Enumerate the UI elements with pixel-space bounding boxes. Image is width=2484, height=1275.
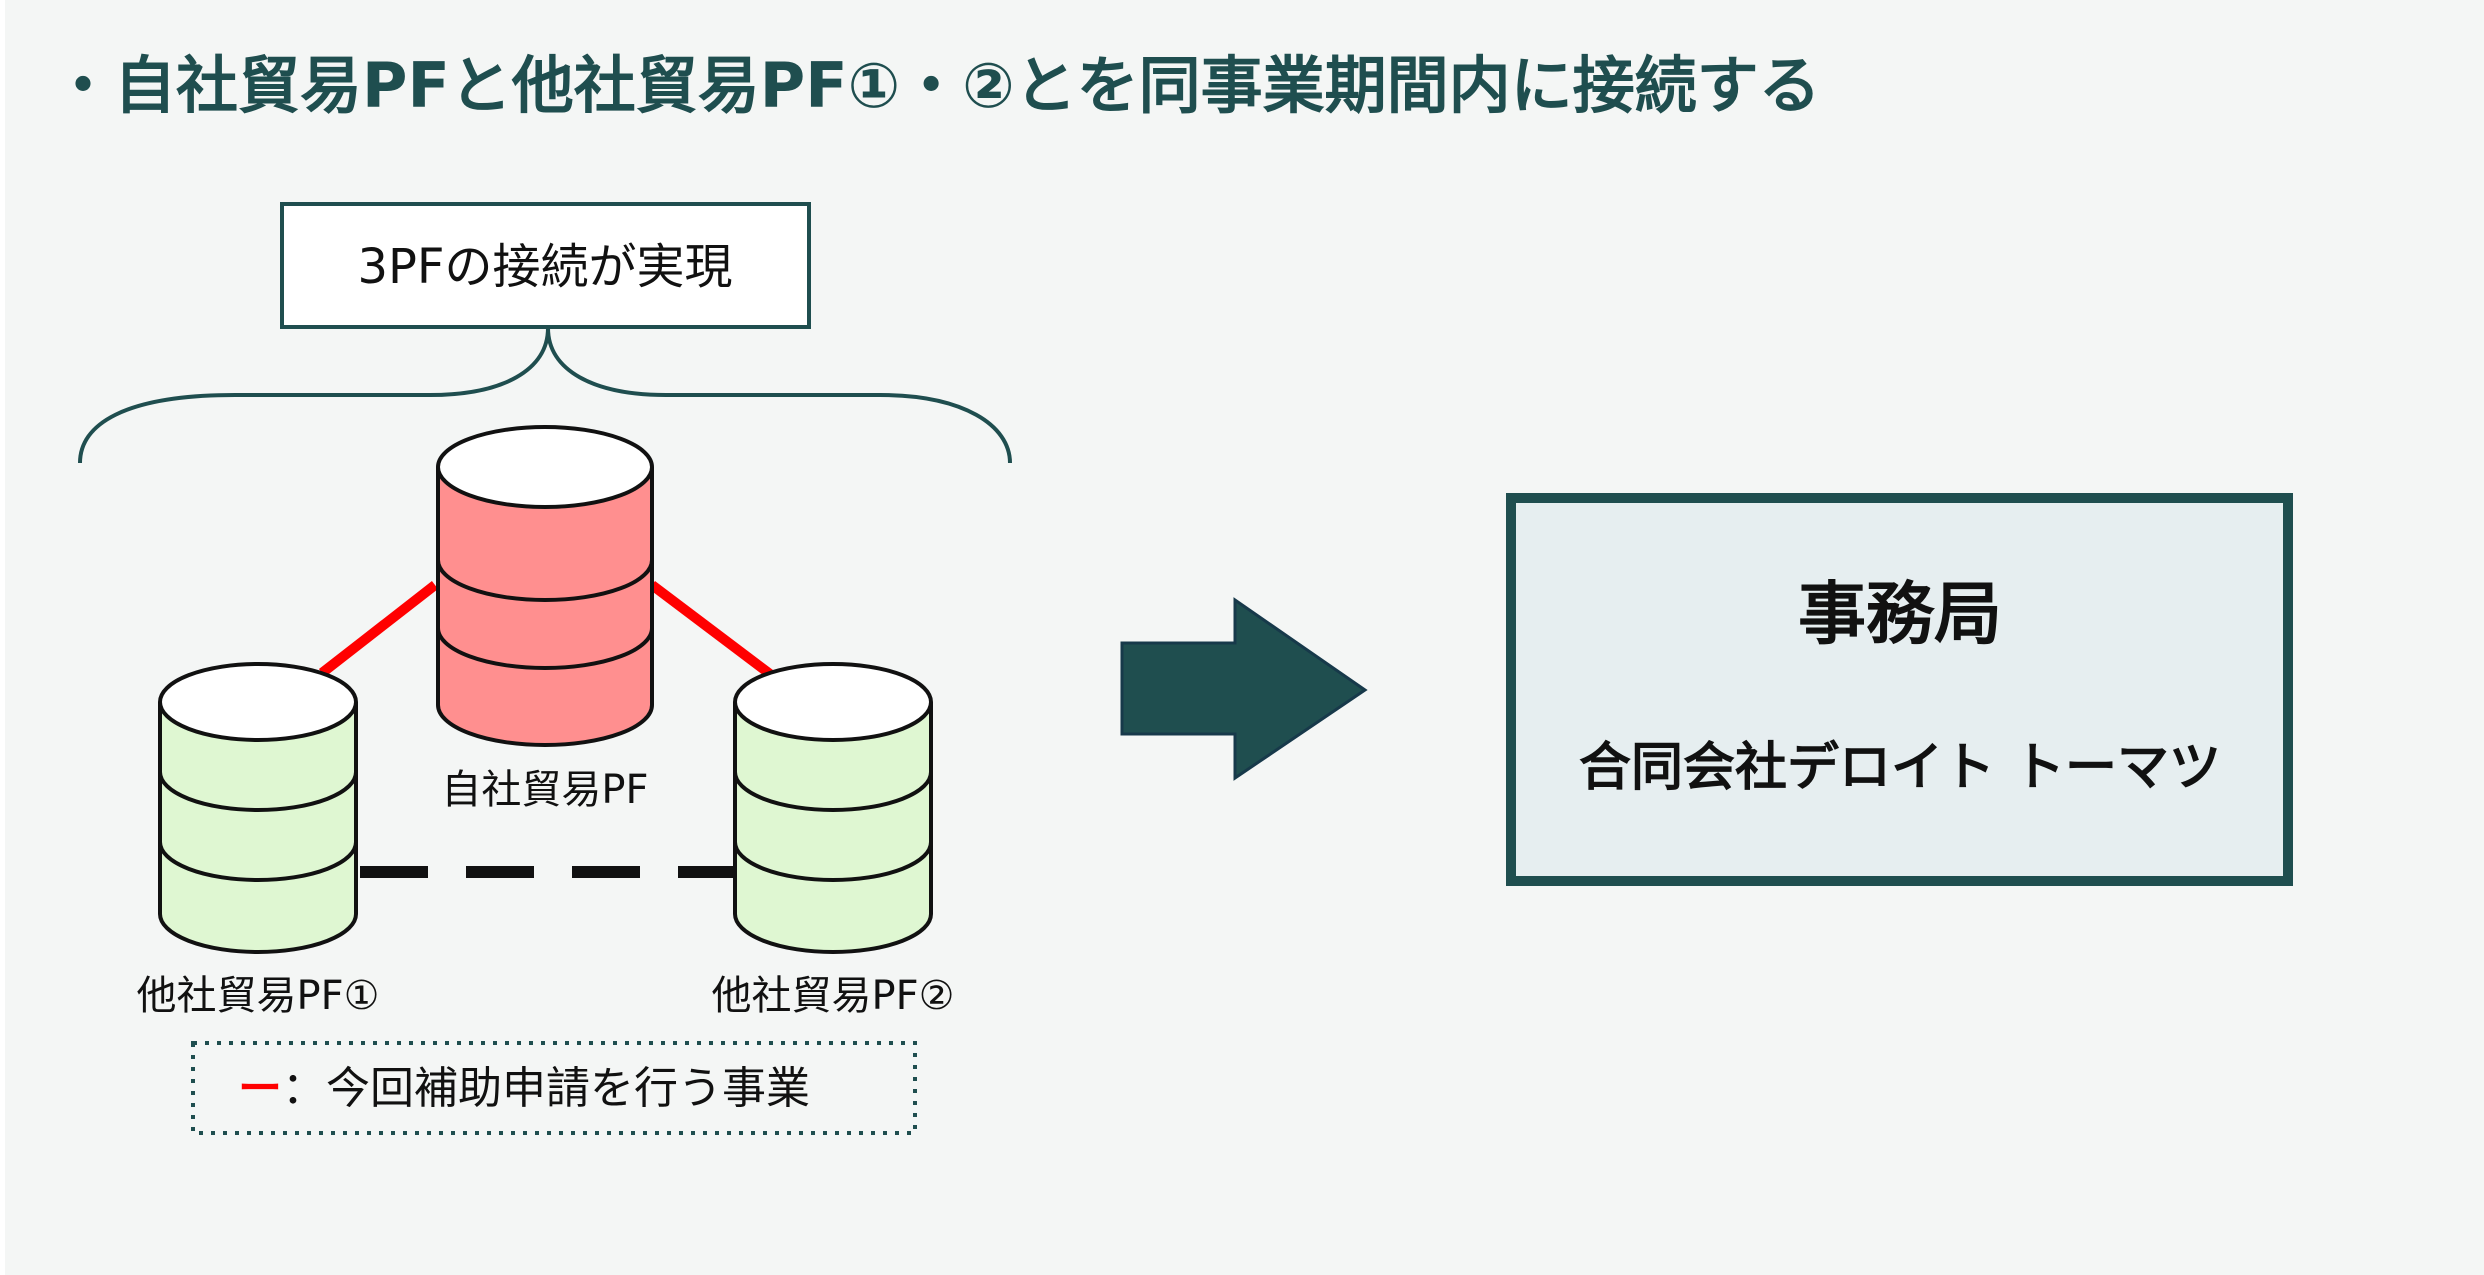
connection-line-own-to-other1 [318, 581, 439, 677]
brace [78, 327, 1012, 464]
secretariat-name: 合同会社デロイト トーマツ [1579, 738, 2221, 798]
other-platform-1-label: 他社貿易PF① [137, 973, 380, 1019]
secretariat-title: 事務局 [1798, 576, 2002, 655]
callout-label: 3PFの接続が実現 [357, 239, 732, 295]
legend-red-dash: ー [238, 1063, 282, 1114]
other-platform-2-label: 他社貿易PF② [712, 973, 955, 1019]
db-other-platform-2 [733, 662, 933, 954]
flow-arrow [1120, 597, 1368, 781]
page-title: ・自社貿易PFと他社貿易PF①・②とを同事業期間内に接続する [52, 49, 1821, 122]
legend-box [191, 1041, 917, 1135]
own-platform-label: 自社貿易PF [441, 767, 648, 813]
connection-line-own-to-other2 [648, 581, 774, 678]
db-other-platform-1 [158, 662, 358, 954]
secretariat-box [1506, 493, 2293, 886]
legend-text: ー：今回補助申請を行う事業 [238, 1063, 810, 1114]
callout-box [280, 202, 811, 329]
db-own-platform [436, 425, 654, 747]
legend-description: ：今回補助申請を行う事業 [282, 1063, 810, 1114]
